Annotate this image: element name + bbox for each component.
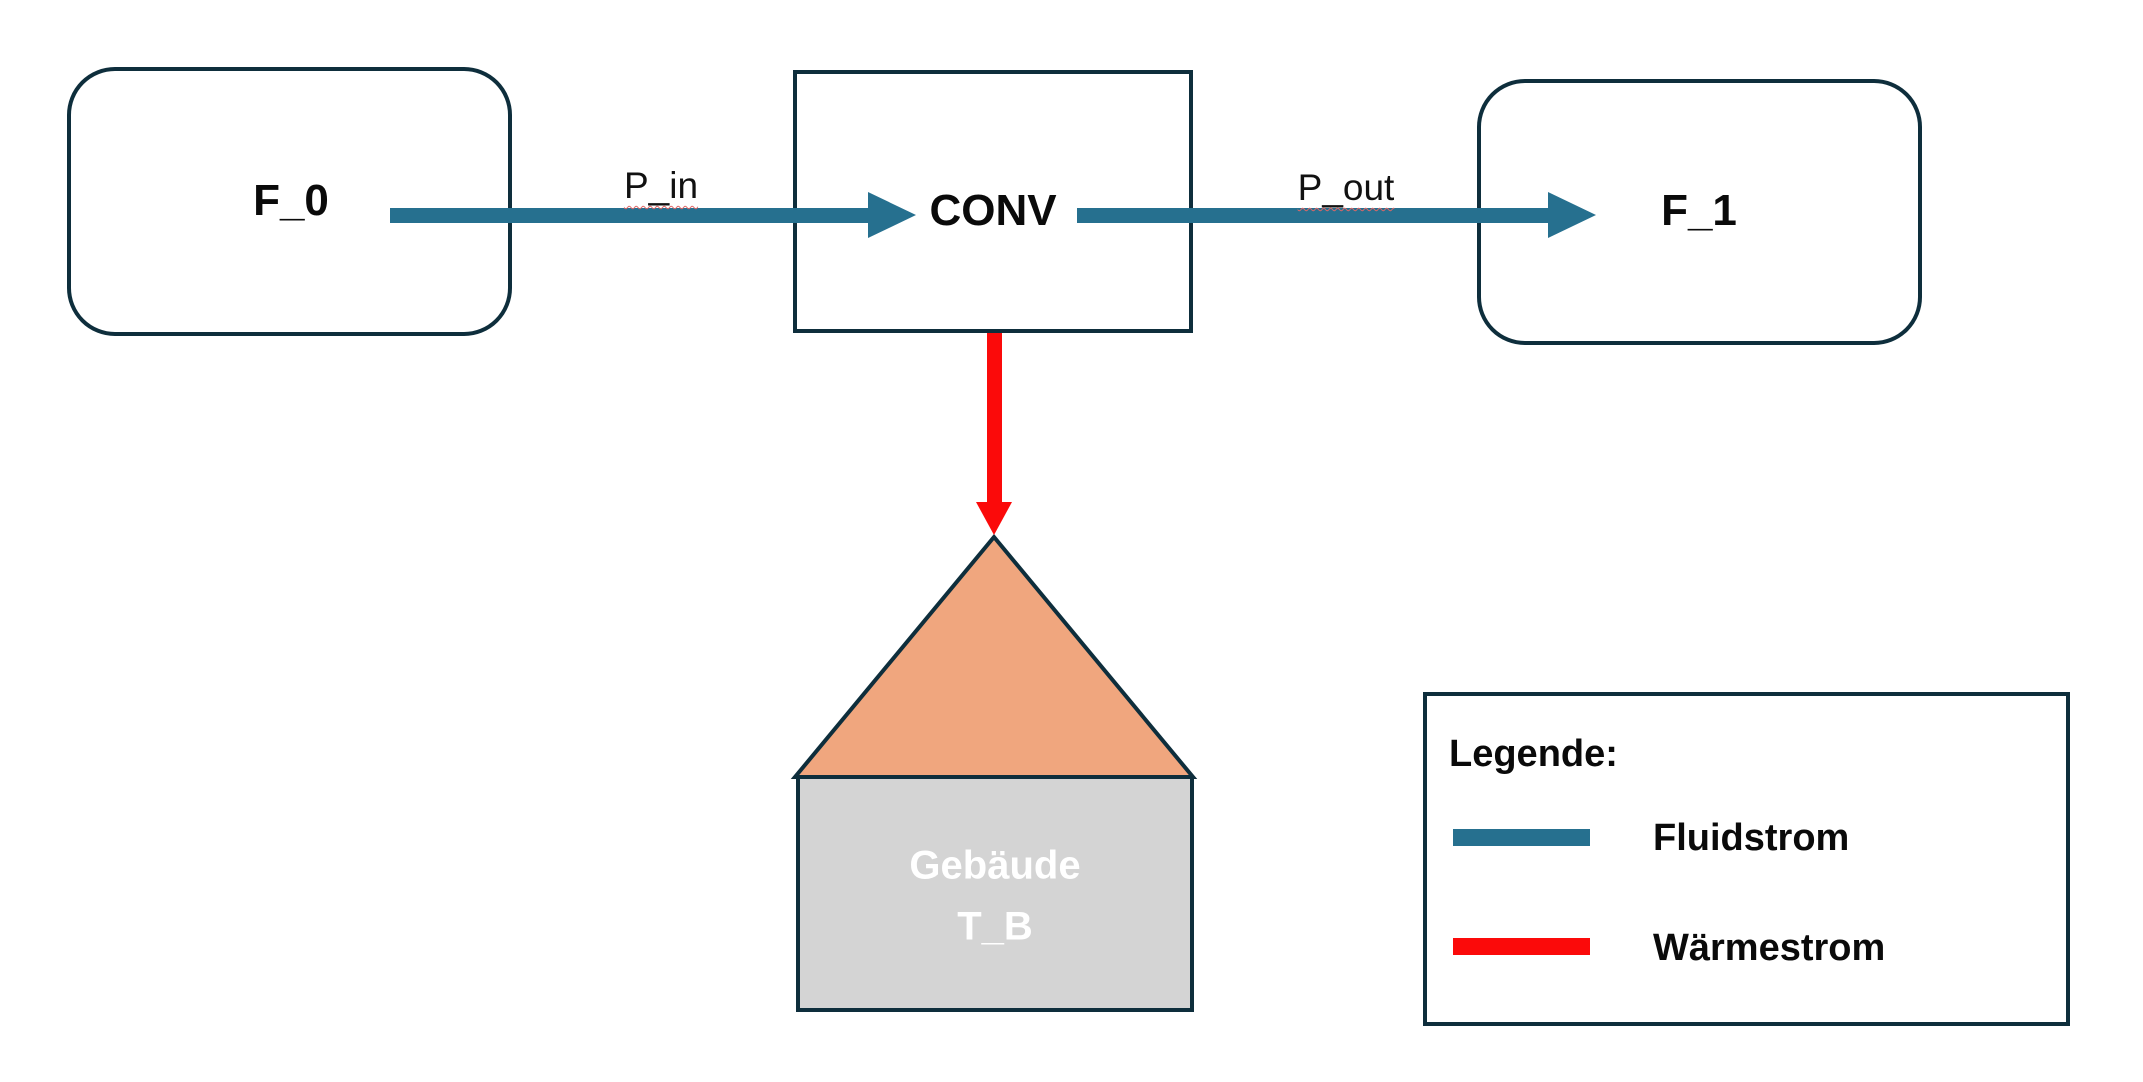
heat-stream-line-icon	[1453, 938, 1590, 955]
legend-title: Legende:	[1449, 733, 1618, 775]
heat-arrow	[976, 333, 1012, 535]
fluid-stream-line-icon	[1453, 829, 1590, 846]
heat-arrow-head-icon	[976, 502, 1012, 535]
building-roof	[790, 533, 1198, 779]
legend-box	[1423, 692, 2070, 1026]
legend-item-fluidstrom: Fluidstrom	[1653, 817, 1850, 859]
heat-arrow-shaft	[987, 333, 1002, 504]
building-label-line2: T_B	[957, 904, 1033, 949]
node-f0-label: F_0	[253, 176, 329, 225]
building-body	[796, 775, 1194, 1012]
legend-item-waermestrom: Wärmestrom	[1653, 927, 1886, 969]
edge-label-p-out: P_out	[1297, 167, 1395, 208]
node-f0-box	[67, 67, 512, 336]
node-conv-label: CONV	[929, 186, 1057, 235]
node-f1-label: F_1	[1661, 186, 1737, 235]
edge-label-p-in: P_in	[623, 165, 699, 206]
building-label-line1: Gebäude	[909, 843, 1081, 888]
node-conv-box	[793, 70, 1193, 333]
